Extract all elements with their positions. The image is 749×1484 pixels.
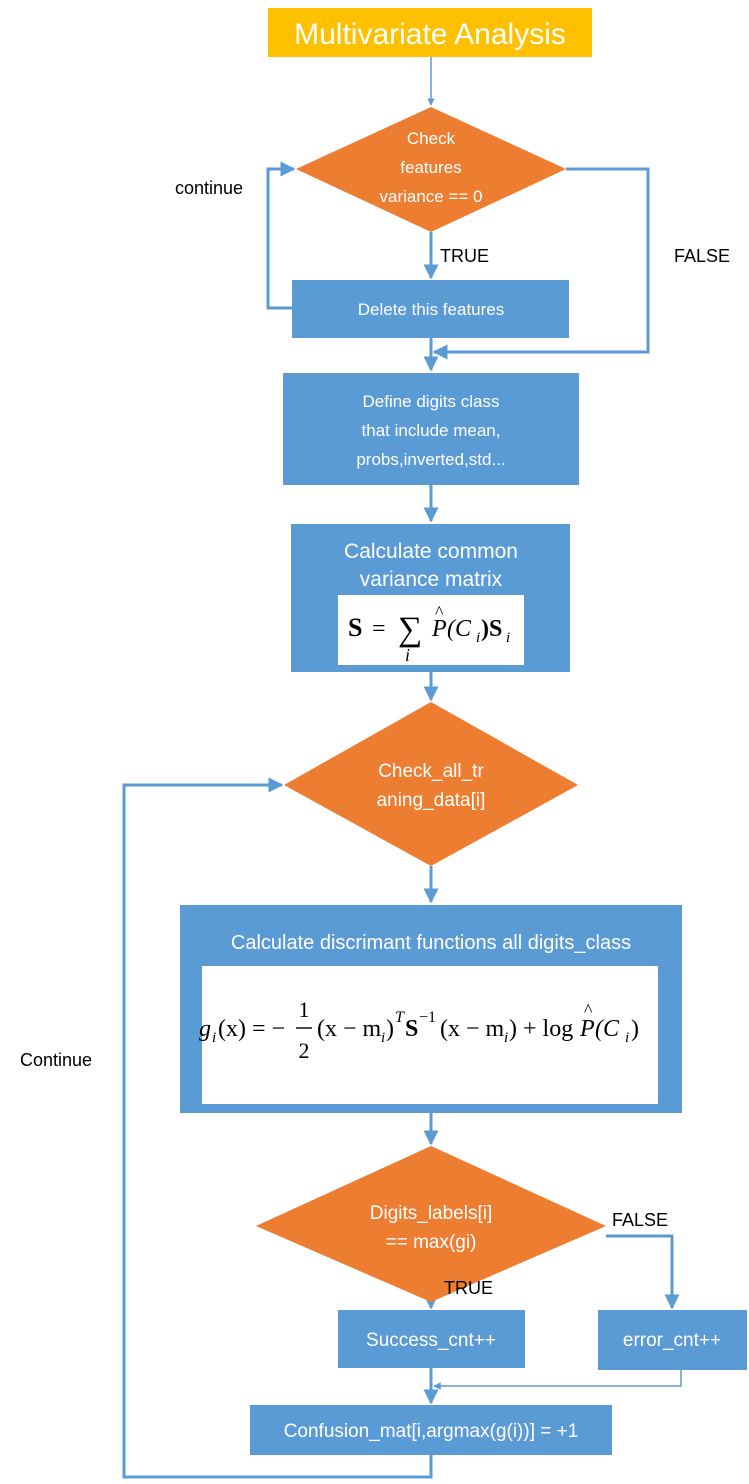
define-class-line-3: probs,inverted,std... (356, 450, 505, 469)
connector-error-to-merge (433, 1370, 682, 1390)
digits-check-line-1: Digits_labels[i] (370, 1203, 493, 1224)
confusion-label: Confusion_mat[i,argmax(g(i))] = +1 (284, 1421, 579, 1442)
formula-c-close-2: ) (631, 1016, 639, 1042)
formula-part1-index: i (381, 1030, 385, 1046)
check-features-line-1: Check (407, 129, 456, 148)
confusion-node: Confusion_mat[i,argmax(g(i))] = +1 (250, 1405, 612, 1455)
formula-p-2: P (579, 1016, 595, 1042)
formula-s-matrix: S (405, 1016, 418, 1042)
connector-check-features-false (432, 167, 650, 360)
title-label: Multivariate Analysis (294, 18, 566, 51)
check-features-decision: Check features variance == 0 (296, 107, 566, 232)
discriminant-label: Calculate discrimant functions all digit… (231, 932, 631, 954)
formula-sum-sign: ∑ (398, 611, 422, 648)
error-label: error_cnt++ (623, 1330, 721, 1351)
formula-equals: = (372, 616, 386, 642)
check-training-line-1: Check_all_tr (378, 761, 484, 782)
delete-features-label: Delete this features (358, 300, 504, 319)
formula-sup-t: T (395, 1009, 405, 1026)
edge-label-false-1: FALSE (674, 246, 730, 266)
formula-s-rhs: )S (481, 616, 502, 642)
formula-c-index-2: i (625, 1030, 629, 1046)
edge-label-true-1: TRUE (440, 246, 489, 266)
formula-s-lhs: S (348, 613, 362, 642)
define-class-line-1: Define digits class (362, 392, 499, 411)
formula-c-index: i (476, 630, 480, 646)
formula-p: P (431, 616, 447, 642)
formula-part2: (x − m (440, 1016, 505, 1042)
connector-outer-continue-loop (122, 777, 433, 1479)
delete-features-node: Delete this features (292, 280, 569, 338)
edge-label-false-2: FALSE (612, 1210, 668, 1230)
define-class-node: Define digits class that include mean, p… (283, 373, 579, 485)
check-training-decision: Check_all_tr aning_data[i] (284, 702, 578, 866)
variance-matrix-node: Calculate common variance matrix S = ∑ i… (291, 524, 570, 672)
formula-s-index: i (506, 630, 510, 646)
variance-line-2: variance matrix (360, 568, 503, 591)
variance-formula: S = ∑ i ^ P (C i )S i (348, 602, 510, 665)
check-features-line-3: variance == 0 (379, 187, 482, 206)
discriminant-node: Calculate discrimant functions all digit… (180, 905, 682, 1113)
formula-frac-den: 2 (299, 1038, 310, 1063)
formula-p-hat-2: ^ (584, 1000, 593, 1020)
digits-check-line-2: == max(gi) (386, 1232, 477, 1253)
check-training-line-2: aning_data[i] (377, 790, 486, 811)
check-features-line-2: features (400, 158, 461, 177)
error-node: error_cnt++ (598, 1310, 747, 1370)
formula-frac-num: 1 (299, 997, 310, 1022)
formula-p-hat: ^ (435, 602, 444, 622)
formula-part2-close: ) + log (509, 1016, 573, 1042)
connector-digits-check-false (606, 1234, 680, 1310)
edge-label-continue-top: continue (175, 178, 243, 198)
formula-c-open: (C (447, 616, 472, 642)
edge-labels: continue TRUE FALSE Continue FALSE TRUE (20, 178, 730, 1298)
formula-g-index: i (212, 1030, 216, 1046)
title-node: Multivariate Analysis (268, 8, 592, 57)
define-class-line-2: that include mean, (362, 421, 501, 440)
formula-part1-close: ) (386, 1016, 394, 1042)
formula-c-open-2: (C (595, 1016, 620, 1042)
discriminant-formula: g i (x) = − 1 2 (x − m i ) T S −1 (x − m… (199, 997, 639, 1063)
connector-continue-loop (266, 161, 296, 310)
edge-label-true-2: TRUE (444, 1278, 493, 1298)
formula-g-arg: (x) = − (218, 1016, 285, 1042)
edge-label-continue-outer: Continue (20, 1050, 92, 1070)
formula-sum-index: i (405, 645, 410, 665)
formula-part2-index: i (504, 1030, 508, 1046)
success-node: Success_cnt++ (338, 1310, 525, 1368)
formula-g: g (199, 1016, 211, 1042)
digits-check-decision: Digits_labels[i] == max(gi) (256, 1146, 606, 1302)
variance-line-1: Calculate common (344, 540, 518, 563)
connectors (122, 57, 682, 1479)
formula-part1: (x − m (317, 1016, 382, 1042)
success-label: Success_cnt++ (366, 1330, 496, 1351)
formula-sup-inv: −1 (419, 1009, 436, 1026)
